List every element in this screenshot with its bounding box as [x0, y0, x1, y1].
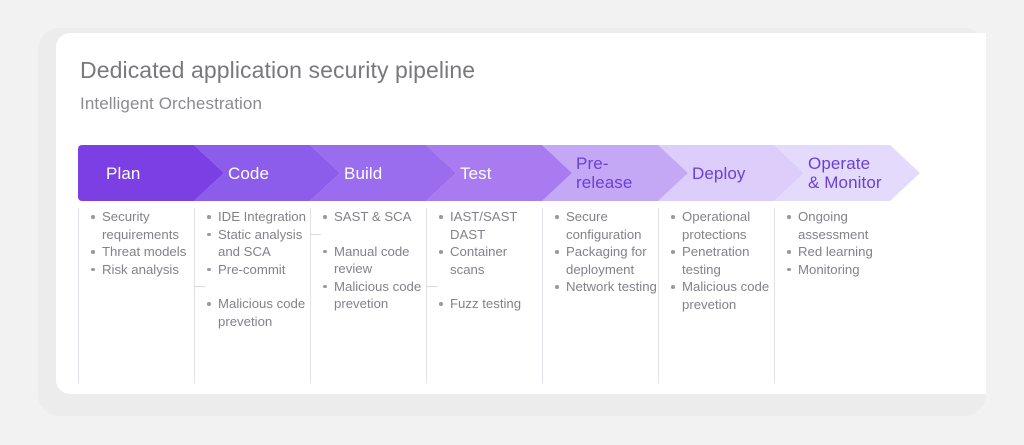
pipeline-stage-label: Test [460, 163, 492, 183]
page-title: Dedicated application security pipeline [80, 57, 476, 83]
detail-bullet-group: Fuzz testing [437, 295, 542, 313]
list-item: Ongoing assessment [785, 208, 890, 243]
list-item: Malicious code prevetion [321, 278, 426, 313]
list-item: Fuzz testing [437, 295, 542, 313]
detail-bullet-group: SAST & SCA [321, 208, 426, 226]
list-item: Risk analysis [89, 261, 194, 279]
list-item: IDE Integration [205, 208, 310, 226]
group-separator [194, 278, 310, 295]
list-item: Malicious code prevetion [205, 295, 310, 330]
pipeline-stage-label: Plan [106, 163, 141, 183]
list-item: Network testing [553, 278, 658, 296]
list-item: Malicious code prevetion [669, 278, 774, 313]
list-item: SAST & SCA [321, 208, 426, 226]
list-item: Pre-commit [205, 261, 310, 279]
group-separator [426, 278, 542, 295]
list-item: Secure configuration [553, 208, 658, 243]
group-separator [310, 226, 426, 243]
pipeline-stage-label: Build [344, 163, 383, 183]
content-card [56, 33, 986, 394]
list-item: Security requirements [89, 208, 194, 243]
list-item: Static analysis and SCA [205, 226, 310, 261]
list-item: Monitoring [785, 261, 890, 279]
pipeline-stage-label: Operate & Monitor [808, 154, 882, 192]
pipeline-chevron-bar: Plan Code Build Test Pre- release Deploy Opera… [78, 145, 920, 201]
list-item: Penetration testing [669, 243, 774, 278]
pipeline-stage-label: Deploy [692, 163, 746, 183]
list-item: Packaging for deployment [553, 243, 658, 278]
pipeline-stage-plan[interactable]: Plan [78, 145, 224, 201]
pipeline-stage-label: Pre- release [576, 154, 633, 192]
detail-bullet-group: Malicious code prevetion [205, 295, 310, 330]
page-subtitle: Intelligent Orchestration [80, 94, 263, 113]
list-item: Operational protections [669, 208, 774, 243]
list-item: Threat models [89, 243, 194, 261]
list-item: Container scans [437, 243, 542, 278]
list-item: IAST/SAST DAST [437, 208, 542, 243]
list-item: Red learning [785, 243, 890, 261]
list-item: Manual code review [321, 243, 426, 278]
pipeline-stage-label: Code [228, 163, 270, 183]
